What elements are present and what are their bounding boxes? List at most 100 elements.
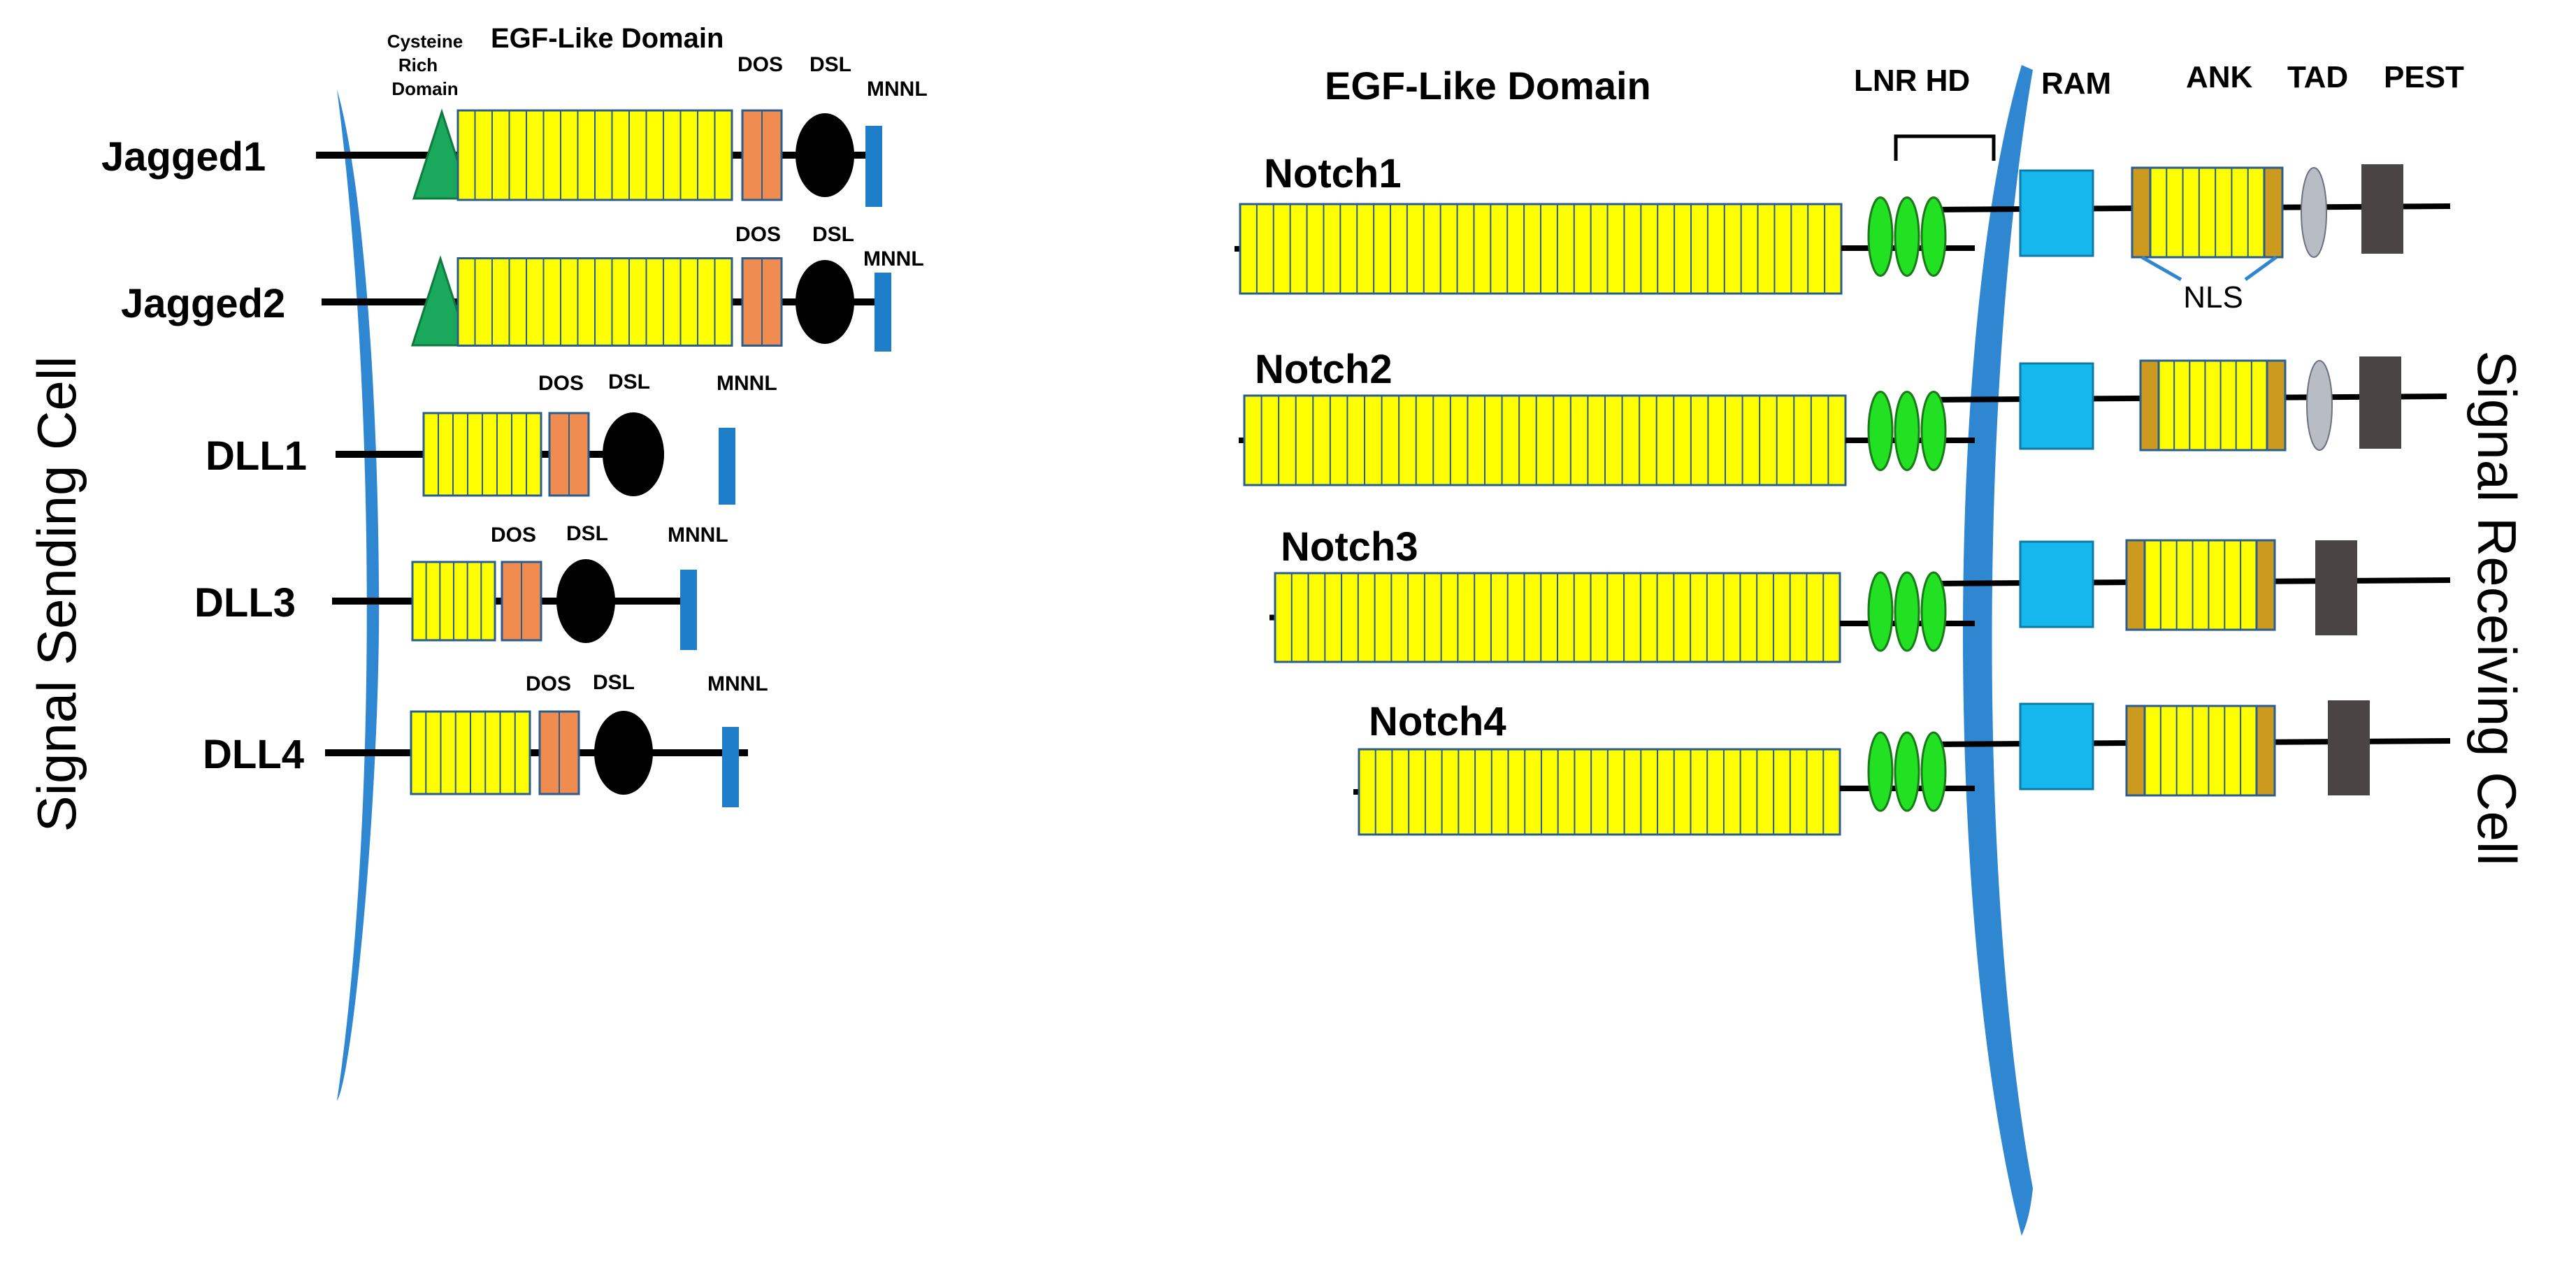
ligand-name-jagged2: Jagged2 (121, 281, 285, 326)
ank-domain-notch1 (2131, 166, 2284, 259)
pest-domain-icon (2359, 356, 2401, 449)
egf-repeats-notch1 (1239, 203, 1843, 295)
ank-repeats (2143, 539, 2258, 631)
right-egf-header: EGF-Like Domain (1325, 64, 1651, 108)
receptor-row-notch4: Notch4 (1353, 699, 2451, 836)
ank-repeats-box (2149, 166, 2266, 259)
ank-nls-cap-right (2263, 166, 2284, 259)
ank-header: ANK (2186, 60, 2253, 94)
lnr-repeat-icon (1894, 196, 1920, 277)
receptor-row-notch2: Notch2 (1239, 347, 2447, 486)
ank-repeats-box (2143, 539, 2258, 631)
dos-label: DOS (538, 372, 584, 395)
cysteine-rich-header-3: Domain (391, 78, 458, 99)
ank-nls-cap-right (2255, 539, 2276, 631)
lnr-repeat-icon (1867, 391, 1894, 471)
dos-label: DOS (491, 524, 536, 547)
ligand-name-dll3: DLL3 (194, 580, 296, 626)
mnnl-bar-icon (680, 570, 697, 650)
nls-label: NLS (2183, 280, 2243, 315)
dos-domain-jagged1 (741, 109, 783, 201)
cysteine-rich-triangle-icon (410, 255, 470, 347)
lnr-repeat-icon (1894, 391, 1920, 471)
ank-domain-notch2 (2139, 359, 2287, 452)
dsl-oval-icon (594, 711, 653, 795)
cysteine-rich-header-1: Cysteine (387, 31, 463, 52)
mnnl-bar-icon (722, 727, 739, 807)
egf-repeats-jagged1 (456, 109, 733, 201)
dsl-label: DSL (810, 53, 851, 76)
receptor-name-notch2: Notch2 (1255, 347, 1393, 392)
egf-repeats-jagged2 (456, 257, 733, 347)
pest-domain-icon (2361, 164, 2403, 254)
mnnl-label: MNNL (707, 672, 768, 695)
nls-annotation: NLS (2140, 255, 2278, 315)
receptor-row-notch1: Notch1 (1235, 151, 2451, 295)
receptor-row-notch3: Notch3 (1269, 524, 2451, 663)
ank-domain-notch4 (2125, 705, 2276, 797)
lnr-repeat-icon (1894, 571, 1920, 652)
ank-nls-cap-left (2125, 705, 2146, 797)
dsl-oval-icon (796, 260, 854, 344)
mnnl-label: MNNL (867, 78, 928, 101)
lnr-repeat-icon (1867, 196, 1894, 277)
dsl-oval-icon (556, 559, 615, 643)
sending-cell-membrane (337, 89, 380, 1101)
tad-domain-icon (2306, 360, 2333, 451)
ram-header: RAM (2041, 66, 2111, 101)
ank-domain-notch3 (2125, 539, 2276, 631)
receiving-cell-membrane (1963, 65, 2033, 1236)
egf-repeats-notch2-box (1243, 394, 1847, 486)
ram-domain-icon (2019, 362, 2094, 450)
dsl-label: DSL (593, 671, 635, 694)
cysteine-rich-triangle-icon (412, 108, 472, 200)
ligand-row-jagged1: Jagged1 DOS DSL MNNL (101, 53, 928, 207)
dos-domain-dll1 (548, 412, 590, 497)
dos-domain-dll4 (538, 710, 580, 795)
ank-nls-cap-left (2139, 359, 2160, 452)
pest-domain-icon (2315, 540, 2357, 635)
dos-label: DOS (735, 223, 781, 246)
ank-repeats (2149, 166, 2266, 259)
ank-repeats (2143, 705, 2258, 797)
egf-repeats-notch4-box (1358, 748, 1841, 836)
ram-domain-icon (2019, 169, 2094, 257)
egf-repeats-dll3 (411, 561, 496, 642)
ligand-name-dll1: DLL1 (206, 433, 307, 479)
ligand-name-jagged1: Jagged1 (101, 134, 266, 180)
dsl-oval-icon (796, 113, 854, 197)
mnnl-label: MNNL (863, 247, 924, 270)
ank-nls-cap-left (2131, 166, 2152, 259)
ank-repeats-box (2143, 705, 2258, 797)
signal-receiving-cell-label: Signal Receiving Cell (2466, 350, 2528, 865)
dsl-label: DSL (608, 370, 650, 394)
cysteine-rich-header-2: Rich (398, 55, 438, 75)
mnnl-label: MNNL (668, 524, 728, 547)
dsl-label: DSL (812, 223, 854, 246)
lnr-repeat-icon (1920, 571, 1947, 652)
left-egf-header: EGF-Like Domain (491, 23, 724, 54)
receptor-name-notch4: Notch4 (1369, 699, 1506, 744)
lnr-repeat-icon (1867, 571, 1894, 652)
ank-nls-cap-right (2266, 359, 2287, 452)
egf-repeats-notch4 (1358, 748, 1841, 836)
lnr-hd-header: LNR HD (1854, 64, 1970, 98)
dos-label: DOS (737, 53, 783, 76)
lnr-repeat-icon (1867, 731, 1894, 812)
lnr-hd-bracket (1894, 134, 1996, 161)
ligand-row-jagged2: Jagged2 DOS DSL MNNL (121, 223, 924, 352)
egf-repeats-notch3 (1274, 572, 1841, 663)
egf-repeats-dll4 (410, 710, 531, 795)
egf-repeats-dll1 (422, 412, 542, 497)
ank-nls-cap-left (2125, 539, 2146, 631)
egf-repeats-notch2 (1243, 394, 1847, 486)
receptor-name-notch1: Notch1 (1264, 151, 1402, 196)
ank-nls-cap-right (2255, 705, 2276, 797)
lnr-repeat-icon (1920, 196, 1947, 277)
mnnl-bar-icon (865, 126, 882, 207)
